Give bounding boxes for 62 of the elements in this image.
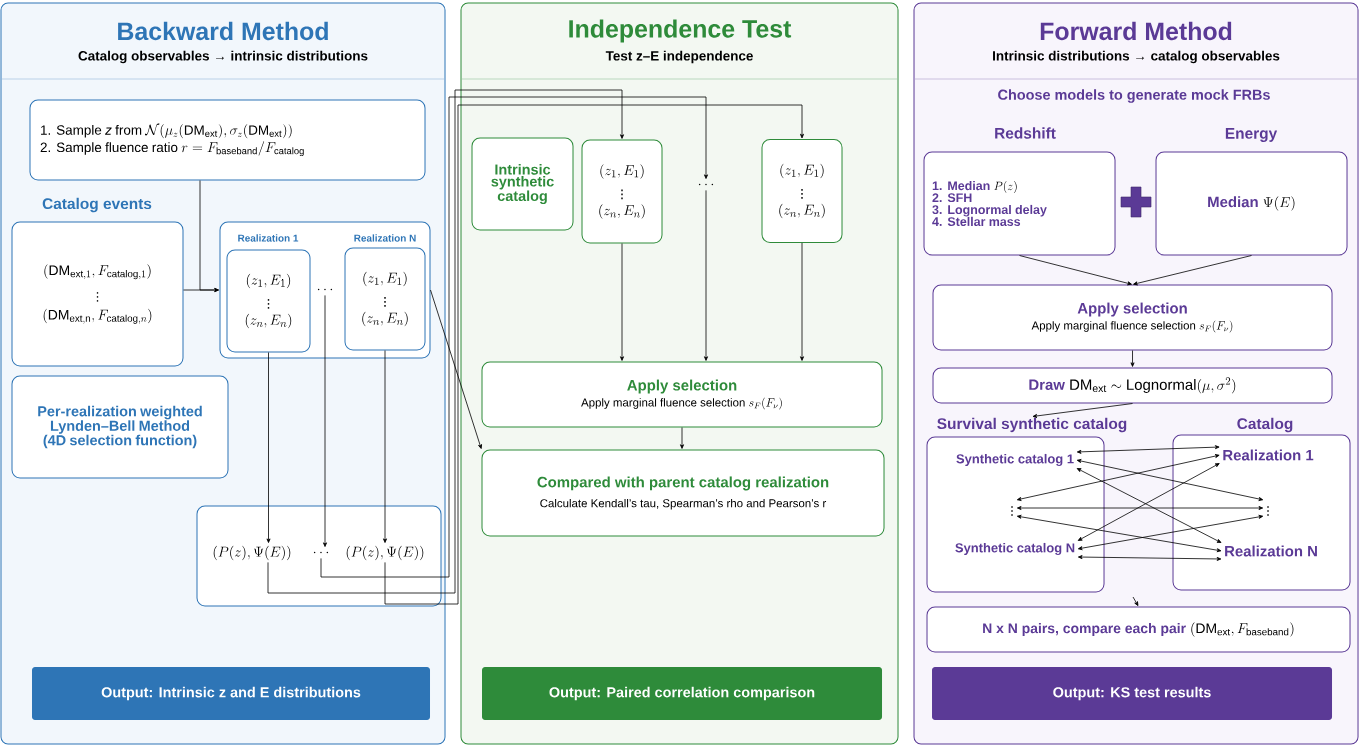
arrow bbox=[1076, 445, 1220, 454]
node-label: Realization N bbox=[354, 234, 416, 242]
catalog-label: Synthetic catalog N bbox=[955, 542, 1075, 556]
arrow bbox=[1077, 514, 1264, 551]
arrow bbox=[1133, 255, 1252, 286]
sampling-box: 1. Sample z from $\mathcal{N}(\mu_z(\mathrm{DM}_{\mathrm{ext}}),\sigma_z(\mathrm{DM}_{\mathrm{ext}}))$ 2. Sample fluence ratio $r = F_{\mathrm{baseband}}/F_{\mathrm{catalog}}$ bbox=[29, 99, 426, 181]
arrow bbox=[1032, 403, 1133, 418]
arrow bbox=[680, 427, 684, 449]
arrow bbox=[384, 104, 804, 605]
distribution-formula: $(P(z),\Psi(E))$ bbox=[346, 545, 424, 561]
ellipsis: $\cdots$ bbox=[317, 288, 333, 291]
ellipsis: $\cdots$ bbox=[698, 183, 714, 186]
arrow bbox=[1077, 555, 1222, 561]
arrow bbox=[183, 288, 219, 292]
method-box: Per-realization weighted Lynden–Bell Method (4D selection function) bbox=[11, 375, 229, 479]
arrow bbox=[800, 242, 804, 361]
node-label: Realization 1 bbox=[238, 234, 299, 242]
arrow bbox=[266, 352, 271, 543]
process-box: Apply selection Apply marginal fluence selection $s_F(F_\nu)$ bbox=[932, 284, 1333, 351]
process-box: Apply selection Apply marginal fluence selection $s_F(F_\nu)$ bbox=[481, 361, 883, 428]
arrow bbox=[620, 243, 624, 361]
output-bar: Output: Intrinsic z and E distributions bbox=[32, 667, 430, 720]
arrow bbox=[1016, 506, 1264, 510]
node-label: Catalog bbox=[1237, 417, 1293, 433]
ellipsis: $\vdots$ bbox=[1011, 506, 1013, 516]
arrow bbox=[1132, 596, 1139, 606]
arrow bbox=[1016, 454, 1220, 501]
arrow bbox=[1016, 514, 1222, 553]
model-box: Energy Median $\Psi(E)$ bbox=[1155, 128, 1348, 256]
process-box: Draw $\mathrm{DM}_{\mathrm{ext}}\sim\mathrm{Lognormal}(\mu,\sigma^2)$ bbox=[932, 367, 1333, 404]
arrow bbox=[383, 350, 387, 543]
arrow bbox=[1130, 350, 1135, 367]
catalog-label: Synthetic catalog 1 bbox=[956, 453, 1074, 467]
sample-box: $(z_1,E_1)$ $\vdots$ $(z_n,E_n)$ bbox=[761, 139, 843, 243]
arrow bbox=[267, 89, 624, 594]
arrow bbox=[1019, 255, 1132, 286]
realization-box: Realization 1 $(z_1,E_1)$ $\vdots$ $(z_n,E_n)$ bbox=[226, 234, 311, 353]
process-box: Compared with parent catalog realization Calculate Kendall’s tau, Spearman’s rho and Pearson’s r bbox=[481, 449, 885, 537]
results-box bbox=[196, 505, 442, 607]
model-box: Redshift 1. Median $P(z)$ 2. SFH 3. Lognormal delay 4. Stellar mass bbox=[923, 127, 1116, 256]
realization-box: Realization N $(z_1,E_1)$ $\vdots$ $(z_n,E_n)$ bbox=[344, 234, 426, 351]
realization-label: Realization N bbox=[1225, 545, 1317, 557]
arrow bbox=[430, 289, 482, 449]
output-bar: Output: KS test results bbox=[932, 667, 1332, 720]
arrow bbox=[704, 190, 708, 361]
ellipsis: $\vdots$ bbox=[1267, 506, 1269, 516]
node-label: Redshift bbox=[995, 127, 1056, 139]
distribution-formula: $(P(z),\Psi(E))$ bbox=[213, 545, 291, 561]
catalog-box: Intrinsic synthetic catalog bbox=[471, 137, 574, 231]
section-heading: Choose models to generate mock FRBs bbox=[998, 89, 1270, 103]
arrow bbox=[320, 96, 708, 578]
arrow bbox=[1076, 459, 1264, 501]
node-label: Energy bbox=[1225, 128, 1278, 142]
realization-label: Realization 1 bbox=[1223, 449, 1314, 461]
result-box: N x N pairs, compare each pair $(\mathrm{DM}_{\mathrm{ext}},F_{\mathrm{baseband}})$ bbox=[926, 606, 1351, 653]
node-label: Catalog events bbox=[42, 197, 152, 213]
ellipsis: $\cdots$ bbox=[313, 551, 329, 554]
catalog-events-box: Catalog events $(\mathrm{DM}_{\mathrm{ext},1},F_{\mathrm{catalog},1})$ $\vdots$ $(\mathrm{DM}_{\mathrm{ext,n}},F_{\mathrm{catalog},n})$ bbox=[11, 197, 184, 367]
arrow bbox=[323, 295, 327, 547]
sample-box: $(z_1,E_1)$ $\vdots$ $(z_n,E_n)$ bbox=[581, 139, 663, 244]
node-label: Survival synthetic catalog bbox=[937, 417, 1127, 433]
output-bar: Output: Paired correlation comparison bbox=[482, 667, 882, 720]
